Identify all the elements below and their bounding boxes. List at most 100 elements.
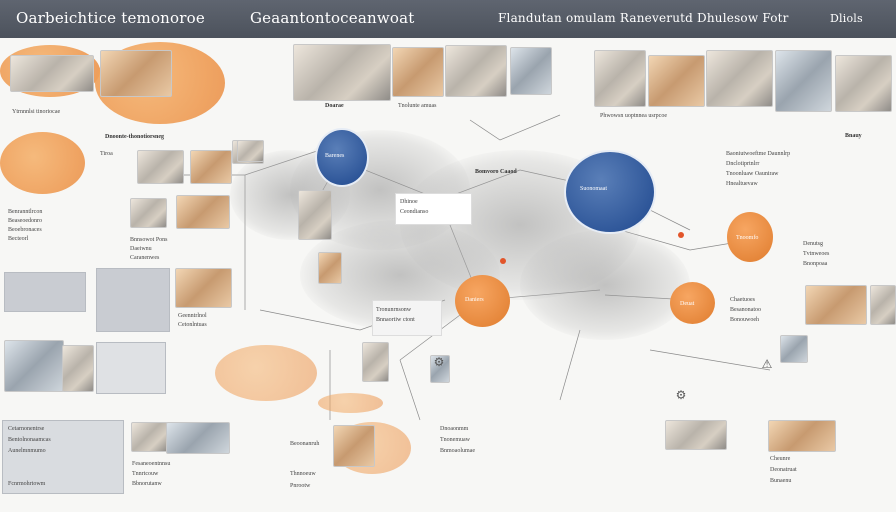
info-panel	[96, 342, 166, 394]
text-line: Dhinoe	[400, 199, 418, 205]
photo-thumbnail	[510, 47, 552, 95]
photo-thumbnail	[870, 285, 896, 325]
robot-icon: ⚙	[433, 355, 445, 369]
gear-icon: ⚙	[675, 388, 687, 402]
text-line: Benranntlrcon	[8, 209, 43, 215]
text-line: Tnnrtcouw	[132, 471, 159, 477]
section-heading: Dnoonte-thonotiorsneg	[105, 134, 165, 140]
photo-thumbnail	[318, 252, 342, 284]
caption: Phwowsn uoptnnea usrpcoe	[600, 113, 667, 119]
alert-icon: ⚠	[761, 357, 773, 371]
photo-thumbnail	[780, 335, 808, 363]
text-line: Daeiwnu	[130, 246, 152, 252]
text-line: Hnealtuevaw	[726, 181, 758, 187]
photo-thumbnail	[10, 55, 94, 92]
node-label: Deuat	[680, 301, 695, 307]
info-panel	[2, 420, 124, 494]
sub-label: Tiroa	[100, 151, 113, 157]
photo-thumbnail	[293, 44, 391, 101]
photo-thumbnail	[130, 198, 167, 228]
info-panel	[96, 268, 170, 332]
text-line: Beoebronaces	[8, 227, 42, 233]
orange-blob	[215, 345, 317, 401]
cloud-bg	[520, 230, 690, 340]
caption: Tnolunte amuas	[398, 103, 437, 109]
photo-thumbnail	[175, 268, 232, 308]
photo-thumbnail	[137, 150, 184, 184]
text-line: Deonatruat	[770, 467, 797, 473]
photo-thumbnail	[333, 425, 375, 467]
photo-thumbnail	[4, 340, 64, 392]
photo-thumbnail	[706, 50, 773, 107]
text-line: Bnonpoaa	[803, 261, 828, 267]
text-line: Becteorl	[8, 236, 29, 242]
text-line: Bnmoaolumae	[440, 448, 475, 454]
text-line: Cetarnonentrse	[8, 426, 45, 432]
node-circle-orange	[727, 212, 773, 262]
orange-blob	[0, 132, 85, 194]
text-line: Chaetuoes	[730, 297, 755, 303]
photo-thumbnail	[131, 422, 168, 452]
text-line: Bnnaortiw ctont	[376, 317, 415, 323]
text-line: Bonouwoeh	[730, 317, 759, 323]
text-line: Aunelmnmumo	[8, 448, 46, 454]
text-line: Pnrootw	[290, 483, 311, 489]
header-title-right: Flandutan omulam Raneverutd Dhulesow Fot…	[498, 11, 789, 25]
node-circle-orange	[455, 275, 510, 327]
marker-dot	[500, 258, 506, 264]
text-line: Denutsg	[803, 241, 823, 247]
text-line: Fesaneoentnnsu	[132, 461, 171, 467]
text-line: Bbnorutanw	[132, 481, 162, 487]
text-line: Dnoaonmm	[440, 426, 469, 432]
photo-thumbnail	[430, 355, 450, 383]
photo-thumbnail	[665, 420, 727, 450]
orange-blob	[318, 393, 383, 413]
photo-thumbnail	[166, 422, 230, 454]
photo-thumbnail	[190, 150, 232, 184]
caption: Ytrnnnlsi tinoriocae	[12, 109, 61, 115]
text-line: Baoniutwoeftme Daunnlrp	[726, 151, 791, 157]
text-line: Dnclotiprtnlrr	[726, 161, 760, 167]
text-line: Cheunre	[770, 456, 791, 462]
header-corner-label: Dliols	[830, 12, 863, 25]
text-line: Geenntrlnol	[178, 313, 207, 319]
caption: Doarae	[325, 103, 344, 109]
photo-thumbnail	[648, 55, 705, 107]
text-line: Bunaenu	[770, 478, 792, 484]
text-line: Bnnsowot Pons	[130, 237, 168, 243]
text-line: Tnoonluaw Oauniraw	[726, 171, 779, 177]
header-title-center: Geaantontoceanwoat	[250, 9, 415, 27]
photo-thumbnail	[298, 190, 332, 240]
text-line: Tnonemuaw	[440, 437, 470, 443]
photo-thumbnail	[237, 140, 264, 162]
mid-label: Bomvoro Caaod	[475, 169, 517, 175]
photo-thumbnail	[445, 45, 507, 97]
text-line: Ceondianso	[400, 209, 429, 215]
photo-thumbnail	[392, 47, 444, 97]
text-line: Tronunrnsonw	[376, 307, 412, 313]
node-label: Tnoomfo	[736, 235, 759, 241]
text-line: Caranenwes	[130, 255, 160, 261]
node-circle-orange	[670, 282, 715, 324]
photo-thumbnail	[362, 342, 389, 382]
info-panel	[4, 272, 86, 312]
text-line: Besanonatoo	[730, 307, 761, 313]
text-card	[395, 193, 472, 225]
text-line: Tvtnweoes	[803, 251, 830, 257]
photo-thumbnail	[100, 50, 172, 97]
node-label: Barenes	[325, 153, 345, 159]
node-label: Daniers	[465, 297, 484, 303]
photo-thumbnail	[62, 345, 94, 392]
photo-thumbnail	[176, 195, 230, 229]
text-line: Beaseoedonro	[8, 218, 42, 224]
node-label: Suonomaat	[580, 186, 607, 192]
photo-thumbnail	[805, 285, 867, 325]
photo-thumbnail	[835, 55, 892, 112]
text-line: Thnnoeuw	[290, 471, 316, 477]
node-circle-blue	[315, 128, 369, 187]
marker-dot	[678, 232, 684, 238]
text-line: Fcnrmohrtowm	[8, 481, 46, 487]
text-line: Bentolnonaamcas	[8, 437, 51, 443]
text-line: Beoonanruh	[290, 441, 320, 447]
text-card	[372, 300, 442, 336]
